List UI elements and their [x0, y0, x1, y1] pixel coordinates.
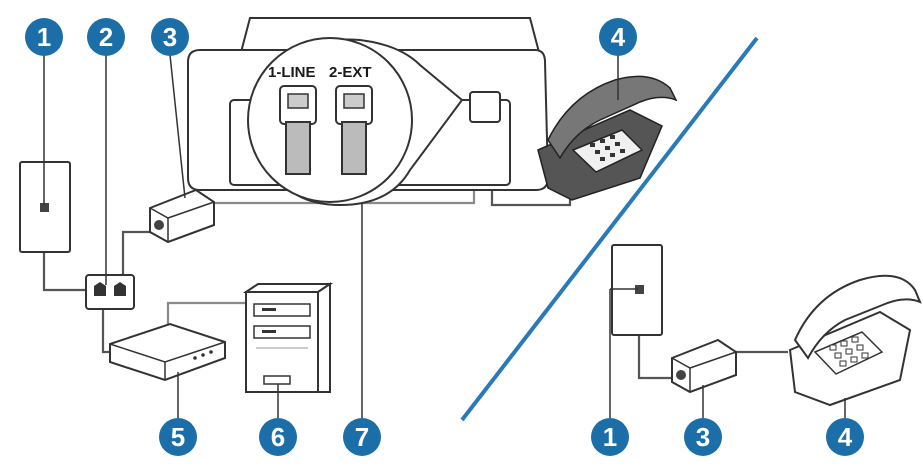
callout-number: 5	[171, 422, 185, 452]
all-in-one-printer: 1-LINE 2-EXT	[187, 17, 550, 207]
ext-port-icon	[335, 85, 373, 175]
callout-number: 7	[355, 422, 369, 452]
callout-badge-alt-wall-jack: 1	[591, 418, 629, 456]
callout-badge-alt-telephone: 4	[826, 418, 864, 456]
callout-number: 1	[37, 22, 51, 52]
callout-number: 6	[271, 422, 285, 452]
callout-number: 4	[838, 422, 853, 452]
section-divider-line	[460, 36, 759, 422]
callout-badge-computer: 6	[259, 418, 297, 456]
callout-badge-alt-dsl-filter: 3	[684, 418, 722, 456]
parallel-splitter	[85, 274, 135, 310]
cable-splitter-to-filter	[121, 230, 152, 287]
callout-badge-wall-jack: 1	[25, 18, 63, 56]
dsl-modem	[109, 322, 226, 382]
alt-telephone	[788, 274, 922, 407]
callout-badge-modem: 5	[159, 418, 197, 456]
callouts: 1 2 3 4 5 6	[25, 18, 864, 456]
callout-number: 3	[696, 422, 710, 452]
callout-badge-telephone: 4	[599, 18, 637, 56]
callout-badge-splitter: 2	[87, 18, 125, 56]
port-label-line: 1-LINE	[268, 64, 316, 81]
alt-dsl-filter	[671, 338, 737, 394]
dsl-filter	[149, 188, 215, 244]
alt-wall-jack	[611, 244, 663, 336]
computer	[242, 282, 334, 393]
callout-number: 3	[163, 22, 177, 52]
callout-number: 4	[611, 22, 626, 52]
callout-number: 1	[603, 422, 617, 452]
callout-number: 2	[99, 22, 113, 52]
port-label-ext: 2-EXT	[329, 64, 372, 81]
telephone	[537, 75, 678, 201]
callout-badge-dsl-filter: 3	[151, 18, 189, 56]
wall-jack	[19, 161, 71, 253]
callout-badge-cable: 7	[343, 418, 381, 456]
line-port-icon	[279, 85, 317, 175]
cable-modem-to-computer	[166, 301, 245, 330]
